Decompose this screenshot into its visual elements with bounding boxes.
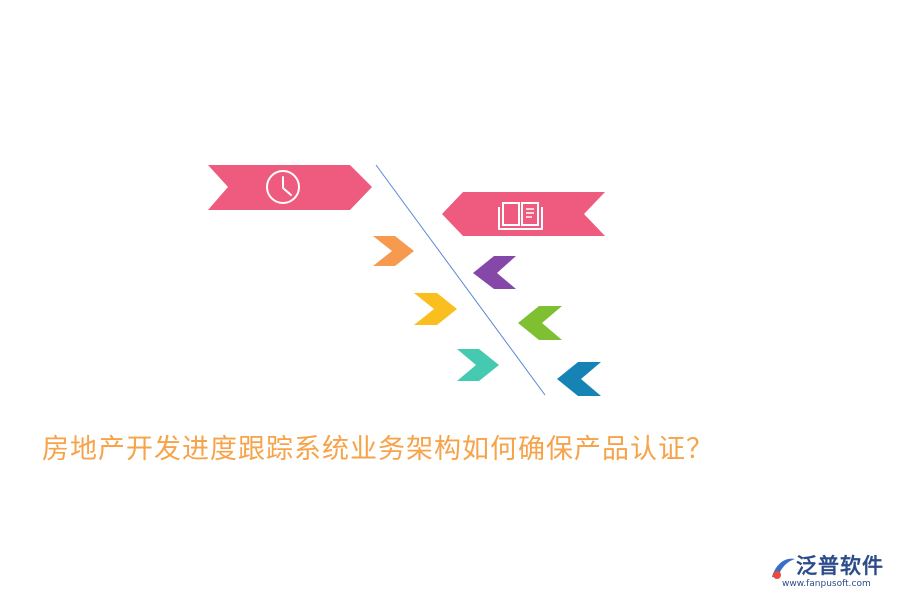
chevron-blue (557, 362, 601, 396)
banner-clock-shape (208, 165, 372, 210)
chevron-purple (473, 256, 516, 289)
clock-icon (266, 170, 300, 204)
brand-logo[interactable]: 泛普软件 www.fanpusoft.com (764, 553, 894, 595)
diagonal-divider (375, 164, 546, 396)
chevron-teal (457, 349, 499, 381)
headline-title: 房地产开发进度跟踪系统业务架构如何确保产品认证？ (42, 434, 714, 465)
chevron-orange (373, 236, 414, 266)
fanpu-logo-icon (772, 558, 795, 579)
chevron-green (518, 306, 562, 340)
logo-url: www.fanpusoft.com (782, 579, 871, 589)
open-book-icon (498, 202, 543, 230)
banner-book (442, 192, 605, 236)
chevron-yellow (414, 293, 457, 325)
banner-clock (208, 165, 372, 210)
banner-book-shape (442, 192, 605, 236)
logo-name: 泛普软件 (796, 554, 884, 578)
